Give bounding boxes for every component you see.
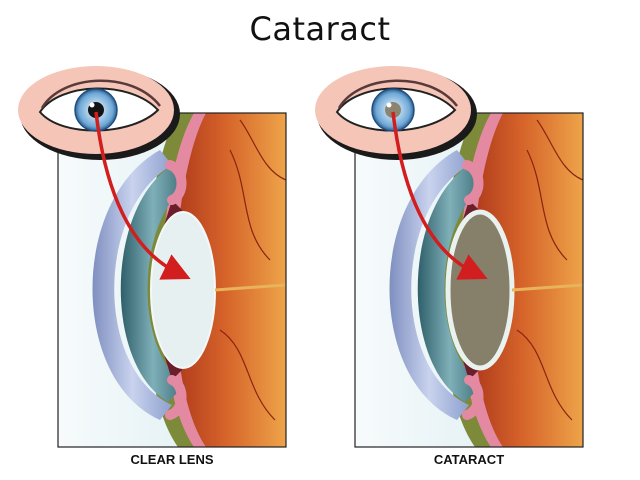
anterior-chamber [417, 168, 482, 402]
lens-clear [150, 211, 216, 369]
eye-closeup-clear [18, 66, 180, 160]
light-arrow-cataract [391, 111, 488, 280]
retina [166, 113, 286, 447]
page-title: Cataract [249, 10, 391, 48]
anterior-chamber [120, 168, 185, 402]
eye-closeup-cataract [315, 66, 477, 160]
cataract-panel [315, 66, 584, 448]
lens-cataract [445, 209, 515, 371]
caption-cataract: CATARACT [433, 452, 505, 467]
light-arrow-clear [94, 111, 191, 280]
clear-lens-panel [18, 66, 287, 448]
cornea [389, 150, 469, 420]
caption-clear-lens: CLEAR LENS [130, 452, 214, 467]
cornea [92, 150, 172, 420]
